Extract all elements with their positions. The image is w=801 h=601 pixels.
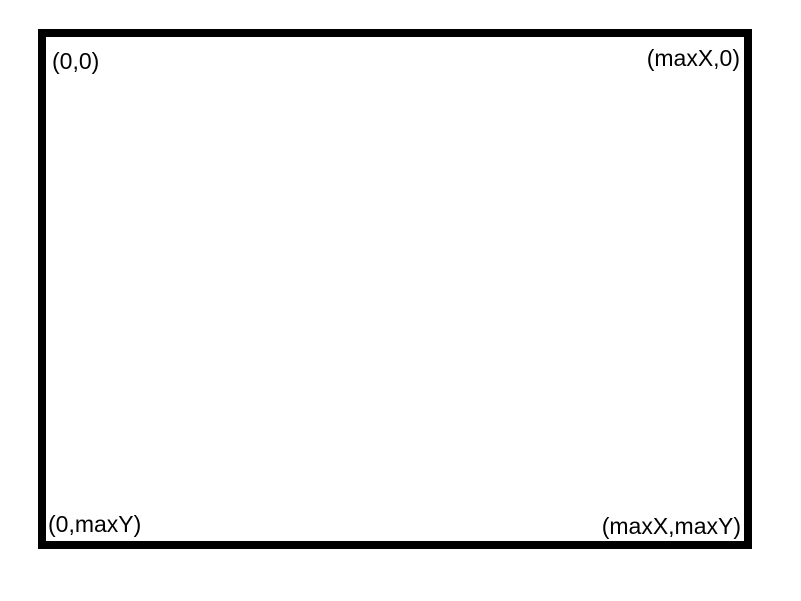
corner-label-top-right: (maxX,0) [646,45,740,71]
screen-boundary-rectangle [38,29,752,549]
corner-label-bottom-left: (0,maxY) [48,511,142,537]
corner-label-top-left: (0,0) [52,48,100,74]
corner-label-bottom-right: (maxX,maxY) [601,513,741,539]
